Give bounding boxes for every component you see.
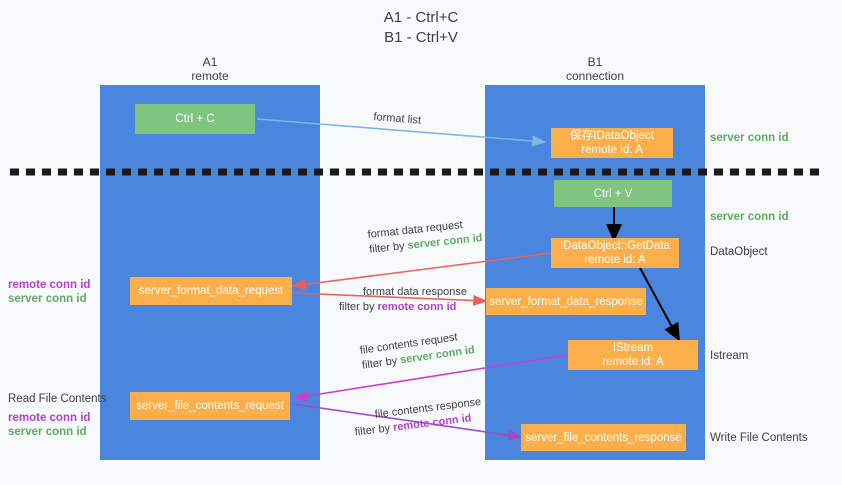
edge-label-format-data-response-line2: filter by remote conn id: [339, 300, 467, 315]
edge-label-format-data-response: format data response filter by remote co…: [339, 285, 467, 315]
box-server-format-data-request[interactable]: server_format_data_request: [130, 277, 292, 305]
filter-by-prefix-3: filter by: [361, 354, 402, 372]
edge-label-format-data-response-line1: format data response: [363, 286, 467, 298]
box-ctrl-c[interactable]: Ctrl + C: [135, 104, 255, 134]
left-label-server-conn-id-1: server conn id: [8, 293, 87, 305]
box-idataobject-getdata[interactable]: IDataObject::GetData remote id: A: [551, 238, 679, 268]
edge-label-file-contents-response: file contents response filter by remote …: [354, 395, 484, 439]
box-server-format-data-response[interactable]: server_format_data_response: [486, 288, 646, 315]
right-label-server-conn-id-1: server conn id: [710, 132, 789, 144]
box-server-file-contents-request[interactable]: server_file_contents_request: [130, 392, 290, 420]
filter-by-prefix-4: filter by: [354, 421, 394, 439]
filter-by-emphasis-2: remote conn id: [377, 301, 457, 313]
edge-label-format-data-request: format data request filter by server con…: [367, 216, 483, 258]
right-label-server-conn-id-2: server conn id: [710, 211, 789, 223]
left-label-server-conn-id-2: server conn id: [8, 426, 87, 438]
filter-by-prefix-2: filter by: [339, 301, 378, 313]
box-ctrl-v[interactable]: Ctrl + V: [554, 180, 672, 207]
lane-header-b1: B1 connection: [565, 55, 625, 83]
left-label-read-file-contents: Read File Contents: [8, 393, 107, 405]
right-label-istream: Istream: [710, 350, 749, 362]
left-label-remote-conn-id-2: remote conn id: [8, 412, 91, 424]
box-save-idataobject[interactable]: 保存IDataObject remote id: A: [551, 128, 673, 158]
edge-label-file-contents-request: file contents request filter by server c…: [359, 328, 476, 374]
right-label-write-file-contents: Write File Contents: [710, 432, 808, 444]
box-istream[interactable]: IStream remote id: A: [568, 340, 698, 370]
box-server-file-contents-response[interactable]: server_file_contents_response: [521, 424, 686, 451]
filter-by-prefix-1: filter by: [368, 239, 409, 256]
right-label-dataobject: DataObject: [710, 246, 768, 258]
edge-label-format-list: format list: [373, 110, 422, 129]
lane-header-a1: A1 remote: [191, 55, 229, 83]
left-label-remote-conn-id-1: remote conn id: [8, 279, 91, 291]
edge-label-format-list-text: format list: [372, 110, 422, 127]
page-title: A1 - Ctrl+C B1 - Ctrl+V: [383, 9, 459, 46]
